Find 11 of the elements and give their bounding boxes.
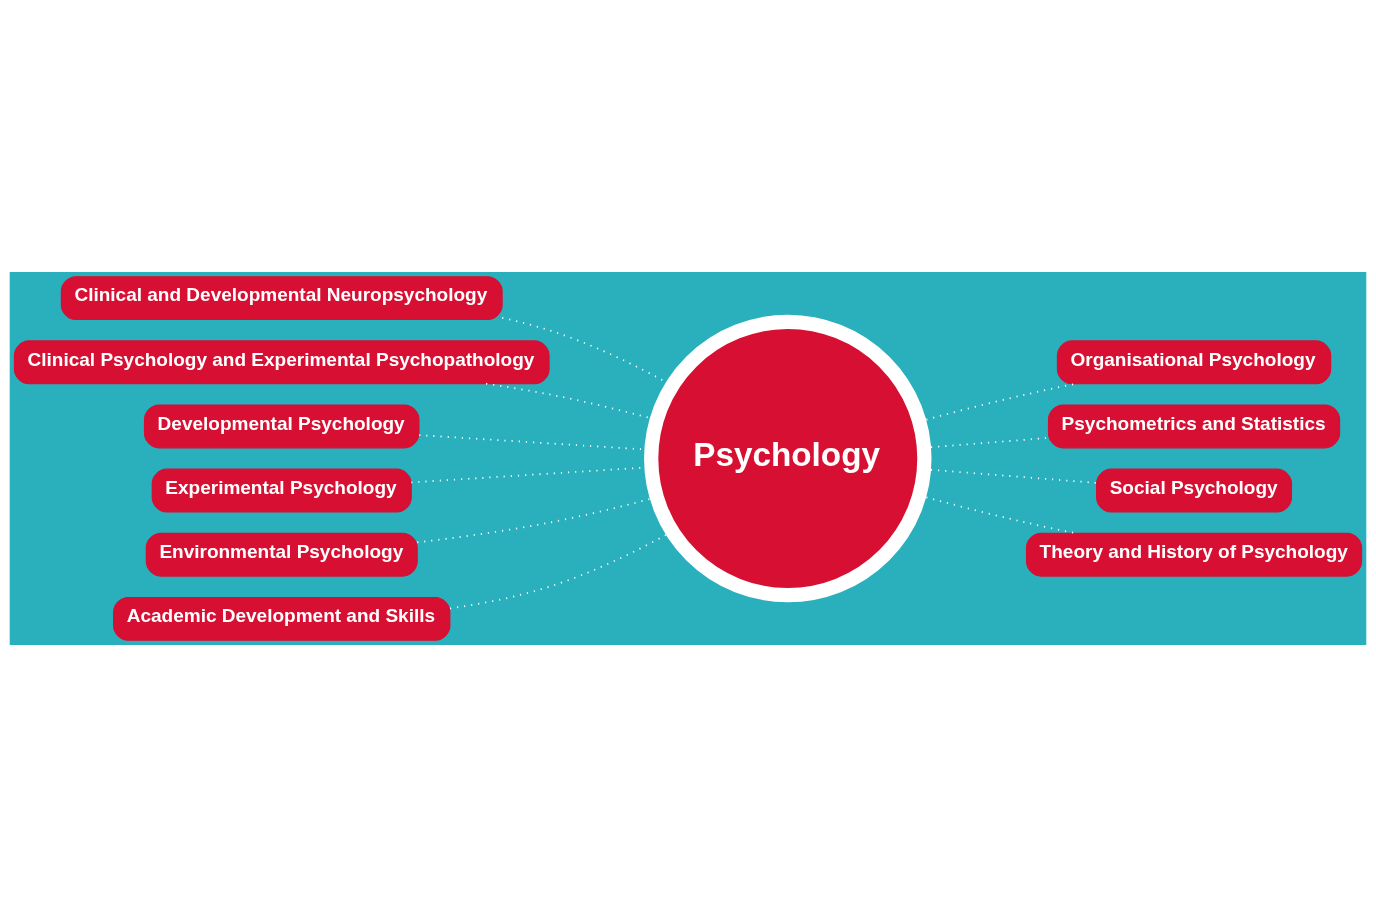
node-box: Experimental Psychology [151, 468, 412, 513]
node-box: Clinical and Developmental Neuropsychology [60, 276, 503, 321]
node-box: Environmental Psychology [145, 532, 418, 577]
node-box: Theory and History of Psychology [1025, 532, 1363, 577]
node-box: Clinical Psychology and Experimental Psychopathology [13, 340, 550, 385]
node-circle: Psychology [644, 314, 932, 603]
node-box: Psychometrics and Statistics [1047, 404, 1341, 449]
node-box: Organisational Psychology [1056, 340, 1332, 385]
node-box: Developmental Psychology [143, 404, 420, 449]
node-box: Social Psychology [1096, 468, 1293, 513]
node-box: Academic Development and Skills [113, 596, 451, 641]
